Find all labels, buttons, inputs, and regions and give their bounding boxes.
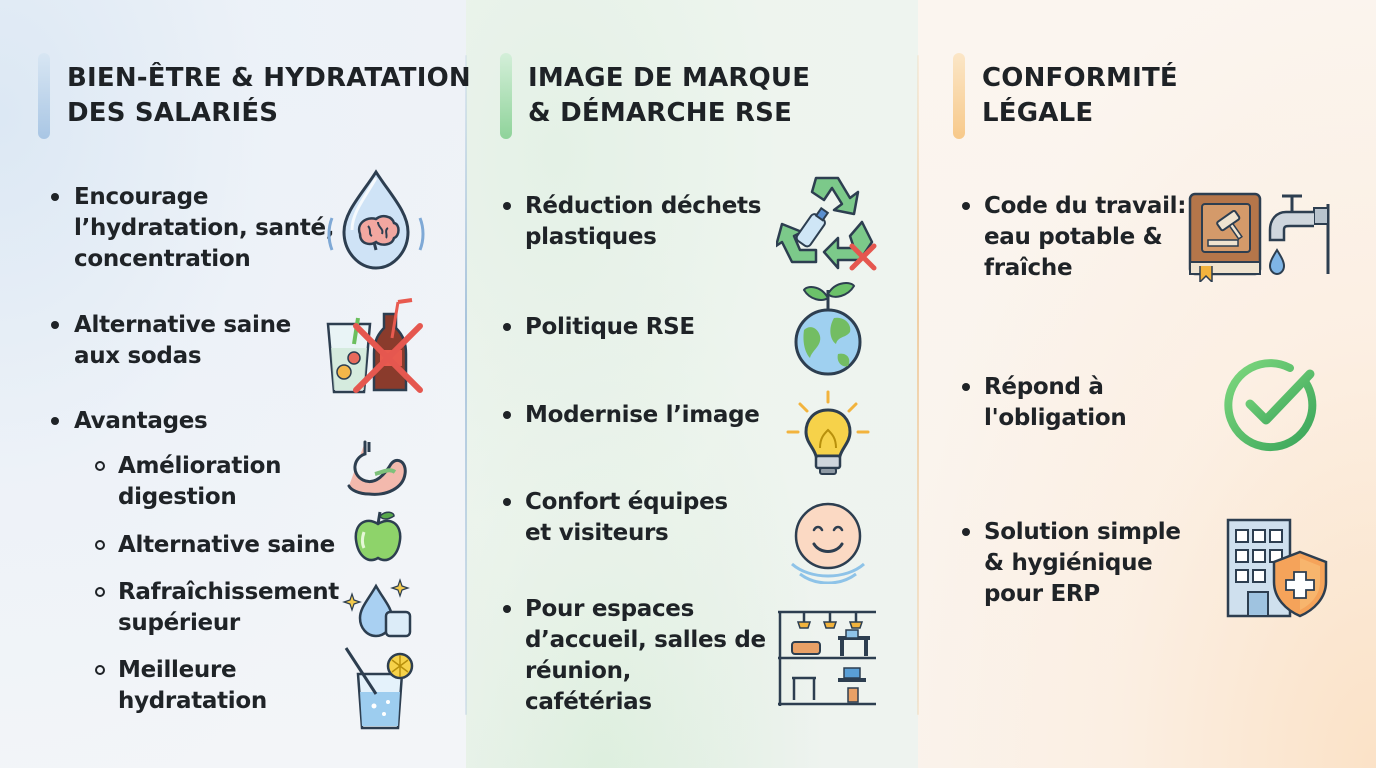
sub-bullet xyxy=(95,587,105,597)
bullet xyxy=(51,193,59,201)
heading-accent-bar xyxy=(500,53,512,139)
list-item-text: Pour espaces d’accueil, salles de réunio… xyxy=(525,596,766,715)
list-item-text: Réduction déchets plastiques xyxy=(525,193,762,250)
sub-bullet xyxy=(95,461,105,471)
bullet xyxy=(51,321,59,329)
bullet xyxy=(503,411,511,419)
lightbulb-icon xyxy=(786,390,870,478)
sub-bullet xyxy=(95,540,105,550)
bullet xyxy=(962,528,970,536)
no-soda-icon xyxy=(324,298,428,398)
list-item-text: Répond à l'obligation xyxy=(984,374,1127,431)
sub-bullet xyxy=(95,665,105,675)
bullet xyxy=(503,498,511,506)
water-glass-icon xyxy=(342,646,416,732)
list-item-text: Confort équipes et visiteurs xyxy=(525,489,728,546)
water-drop-brain-icon xyxy=(322,168,430,274)
sub-item-text: Rafraîchissement supérieur xyxy=(118,579,339,636)
building-shield-icon xyxy=(1222,518,1332,620)
bullet xyxy=(51,417,59,425)
column-title: BIEN-ÊTRE & HYDRATATION DES SALARIÉS xyxy=(67,63,471,128)
column-title: IMAGE DE MARQUE & DÉMARCHE RSE xyxy=(528,63,811,128)
list-item-text: Avantages xyxy=(74,408,208,434)
bullet xyxy=(962,202,970,210)
bullet xyxy=(503,323,511,331)
sub-item-text: Alternative saine xyxy=(118,532,335,558)
column-title: CONFORMITÉ LÉGALE xyxy=(982,63,1178,128)
bullet xyxy=(503,202,511,210)
list-item-text: Modernise l’image xyxy=(525,402,760,428)
list-item-text: Alternative saine aux sodas xyxy=(74,312,291,369)
column-divider xyxy=(465,55,467,715)
list-item-text: Politique RSE xyxy=(525,314,695,340)
column-divider xyxy=(917,55,919,715)
law-book-tap-icon xyxy=(1186,188,1334,282)
check-circle-icon xyxy=(1224,358,1320,454)
smiley-icon xyxy=(786,500,870,584)
sub-item-text: Amélioration digestion xyxy=(118,453,282,510)
recycle-bottle-icon xyxy=(776,170,884,272)
list-item-text: Encourage l’hydratation, santé, concentr… xyxy=(74,184,335,272)
sub-item-text: Meilleure hydratation xyxy=(118,657,267,714)
stomach-icon xyxy=(345,440,411,500)
list-item-text: Solution simple & hygiénique pour ERP xyxy=(984,519,1181,607)
apple-icon xyxy=(352,508,404,566)
heading-accent-bar xyxy=(953,53,965,139)
list-item-text: Code du travail: eau potable & fraîche xyxy=(984,193,1187,281)
globe-sprout-icon xyxy=(790,280,866,380)
bullet xyxy=(503,605,511,613)
water-drop-ice-icon xyxy=(342,576,418,642)
heading-accent-bar xyxy=(38,53,50,139)
office-spaces-icon xyxy=(776,608,880,708)
bullet xyxy=(962,383,970,391)
